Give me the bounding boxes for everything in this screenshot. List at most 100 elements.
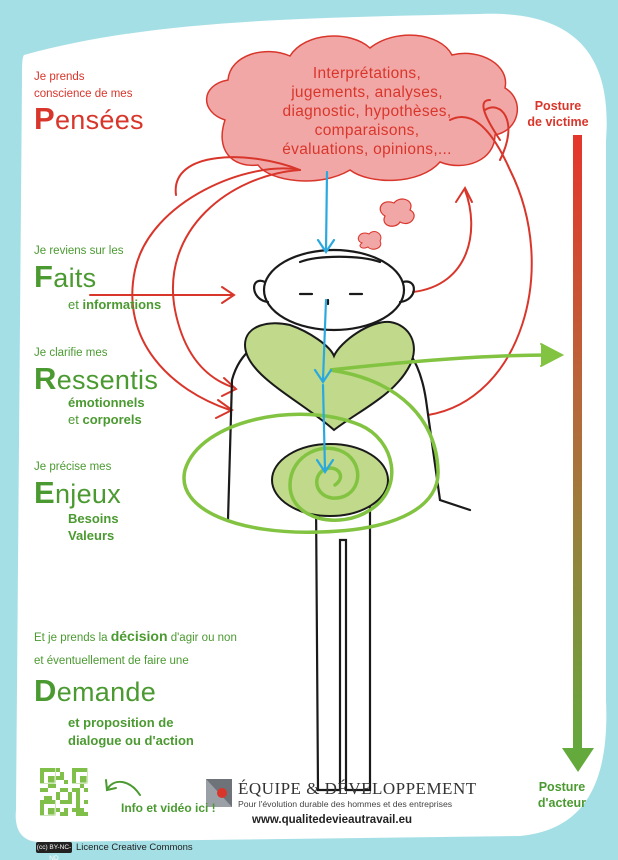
qr-module (40, 788, 44, 792)
qr-module (56, 796, 60, 800)
posture-scale-bar (573, 135, 582, 755)
posture-acteur-line1: Posture (538, 780, 586, 794)
enjeux-intro: Je précise mes (34, 461, 112, 473)
qr-module (80, 784, 84, 788)
cloud-line: évaluations, opinions,... (282, 141, 452, 158)
qr-module (56, 808, 60, 812)
cloud-line: jugements, analyses, (291, 84, 443, 101)
demande-initial: D (34, 673, 57, 708)
qr-module (60, 800, 64, 804)
demande-intro-1: Et je prends la décision d'agir ou non (34, 628, 237, 646)
posture-victime-line2: de victime (527, 115, 589, 129)
qr-module (68, 792, 72, 796)
qr-module (56, 792, 60, 796)
qr-code (40, 768, 88, 816)
qr-module (60, 788, 64, 792)
faits-detail-prefix: et (68, 297, 83, 312)
info-arrow (107, 780, 141, 796)
qr-module (44, 788, 48, 792)
ressentis-detail-2-prefix: et (68, 412, 83, 427)
demande-intro-2: et éventuellement de faire une (34, 655, 189, 667)
posture-victime-line1: Posture (534, 99, 582, 113)
ressentis-detail-1: émotionnels (68, 395, 145, 410)
qr-module (68, 796, 72, 800)
figure-ear-right (398, 280, 415, 304)
qr-module (76, 800, 80, 804)
info-video-link[interactable]: Info et vidéo ici ! (121, 801, 216, 815)
ressentis-rest: essentis (56, 365, 159, 395)
qr-module (60, 812, 64, 816)
ressentis-intro: Je clarifie mes (34, 347, 108, 359)
heart (243, 320, 415, 432)
qr-module (52, 784, 56, 788)
qr-module (68, 800, 72, 804)
enjeux-rest: njeux (54, 479, 122, 509)
website-link[interactable]: www.qualitedevieautravail.eu (252, 814, 412, 826)
qr-finder (48, 776, 55, 783)
thought-bubble-small (357, 231, 382, 250)
qr-module (76, 788, 80, 792)
posture-victime-label: Posture de victime (512, 98, 604, 130)
cloud-text: Interprétations, jugements, analyses, di… (262, 64, 472, 159)
qr-module (72, 788, 76, 792)
stick-figure (226, 248, 472, 792)
logo-subtitle: Pour l'évolution durable des hommes et d… (238, 799, 453, 809)
qr-module (76, 812, 80, 816)
thought-bubble-large (379, 198, 415, 227)
qr-module (76, 792, 80, 796)
ressentis-detail-2-bold: corporels (82, 412, 142, 427)
faits-intro: Je reviens sur les (34, 245, 124, 257)
faits-detail: et informations (68, 296, 161, 313)
posture-scale-arrowhead (562, 748, 594, 772)
qr-module (76, 796, 80, 800)
qr-module (56, 768, 60, 772)
qr-module (80, 808, 84, 812)
qr-finder (48, 808, 55, 815)
thought-cloud (205, 34, 519, 182)
faits-title: Faits (34, 259, 96, 294)
posture-acteur-label: Posture d'acteur (522, 779, 602, 811)
ressentis-detail-2: et corporels (68, 411, 142, 428)
red-loops (89, 99, 533, 419)
demande-detail-2: dialogue ou d'action (68, 733, 194, 748)
qr-module (76, 804, 80, 808)
demande-rest: emande (56, 677, 157, 707)
figure-ear-left (253, 279, 270, 304)
pensees-intro-1: Je prends (34, 71, 85, 83)
qr-module (64, 812, 68, 816)
enjeux-title: Enjeux (34, 477, 122, 509)
qr-module (84, 788, 88, 792)
qr-module (44, 796, 48, 800)
qr-module (60, 772, 64, 776)
pensees-intro-2: conscience de mes (34, 88, 133, 100)
licence-text: Licence Creative Commons (76, 842, 193, 853)
logo-title: ÉQUIPE & DÉVELOPPEMENT (238, 779, 477, 798)
demande-intro-part1: Et je prends la (34, 632, 111, 644)
demande-title: Demande (34, 673, 157, 708)
ressentis-title: Ressentis (34, 361, 159, 396)
qr-module (60, 776, 64, 780)
cloud-line: Interprétations, (312, 65, 422, 82)
qr-finder (80, 776, 87, 783)
cloud-line: diagnostic, hypothèses, (282, 103, 452, 120)
enjeux-detail-1: Besoins (68, 511, 119, 526)
pensees-rest: ensées (54, 105, 144, 135)
qr-module (48, 784, 52, 788)
qr-module (64, 808, 68, 812)
company-logo (206, 779, 232, 807)
qr-module (84, 800, 88, 804)
qr-module (72, 808, 76, 812)
qr-module (48, 796, 52, 800)
cloud-line: comparaisons, (314, 122, 420, 139)
qr-module (64, 788, 68, 792)
faits-initial: F (34, 259, 54, 294)
qr-module (80, 812, 84, 816)
figure-head (262, 248, 406, 332)
qr-module (76, 808, 80, 812)
pensees-initial: P (34, 101, 55, 136)
enjeux-detail-2: Valeurs (68, 528, 115, 543)
ressentis-initial: R (34, 361, 57, 396)
demande-intro-part2: d'agir ou non (167, 632, 237, 644)
